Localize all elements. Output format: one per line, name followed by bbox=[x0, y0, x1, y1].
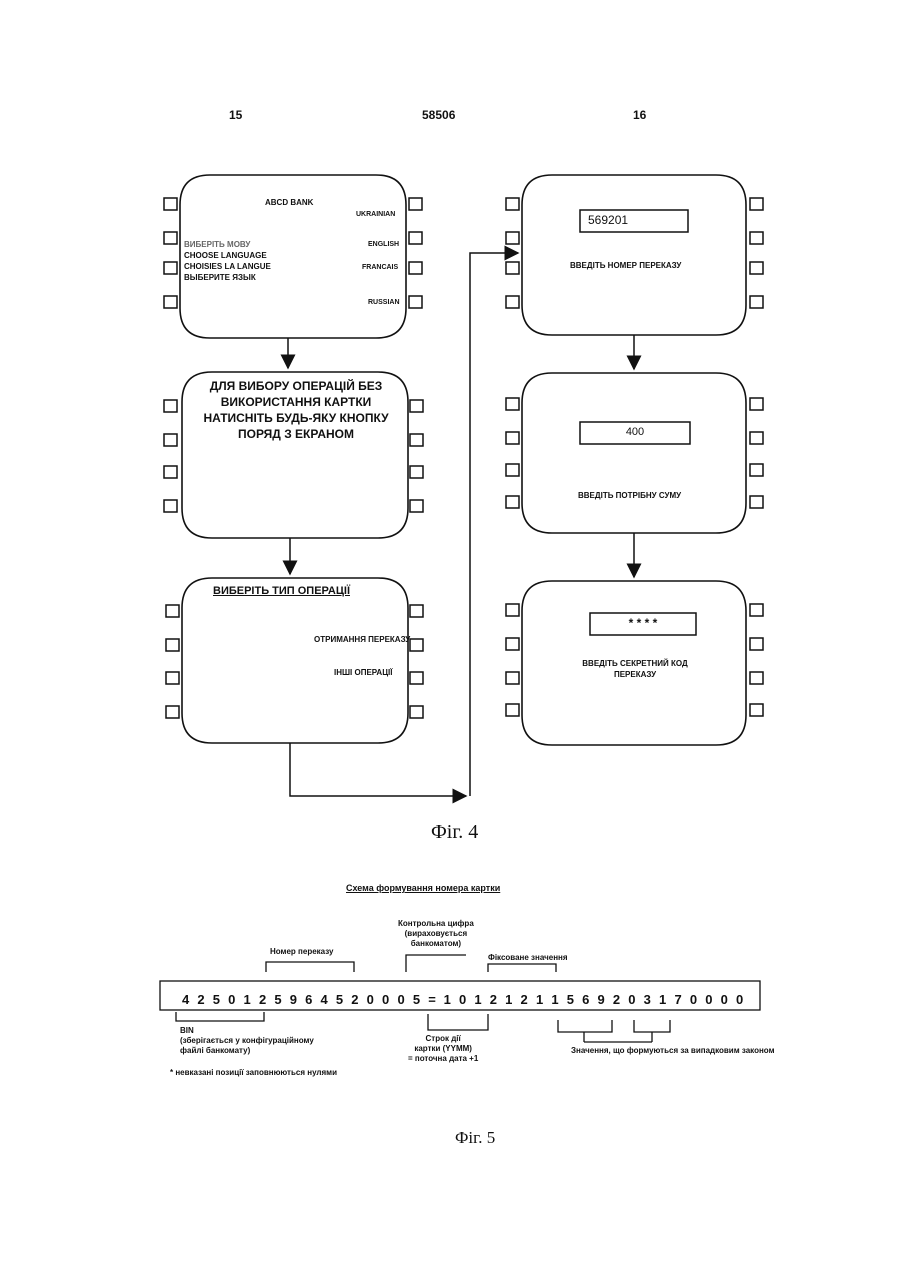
expiry-label: Строк дії картки (YYMM) = поточна дата +… bbox=[408, 1034, 478, 1064]
card-digit: 1 bbox=[659, 992, 666, 1007]
card-digit: 1 bbox=[474, 992, 481, 1007]
card-digit: 1 bbox=[536, 992, 543, 1007]
card-digit: 0 bbox=[705, 992, 712, 1007]
card-digit: 5 bbox=[336, 992, 343, 1007]
footnote: * невказані позиції заповнюються нулями bbox=[170, 1068, 337, 1078]
card-digit: 0 bbox=[721, 992, 728, 1007]
expiry-line1: Строк дії bbox=[408, 1034, 478, 1044]
check-digit-line2: (вираховується bbox=[398, 929, 474, 939]
random-values-label: Значення, що формуються за випадковим за… bbox=[571, 1046, 775, 1056]
card-digit: 0 bbox=[382, 992, 389, 1007]
card-digit: 4 bbox=[321, 992, 328, 1007]
card-digit: 2 bbox=[351, 992, 358, 1007]
card-digit: 6 bbox=[582, 992, 589, 1007]
bin-line1: BIN bbox=[180, 1026, 314, 1036]
card-digit: 5 bbox=[567, 992, 574, 1007]
card-digit: 1 bbox=[505, 992, 512, 1007]
card-digit: 0 bbox=[736, 992, 743, 1007]
card-digit: 5 bbox=[413, 992, 420, 1007]
card-digit: 6 bbox=[305, 992, 312, 1007]
card-digit: 0 bbox=[367, 992, 374, 1007]
card-digit: 0 bbox=[459, 992, 466, 1007]
card-digit: 2 bbox=[259, 992, 266, 1007]
fig5-caption: Фіг. 5 bbox=[455, 1128, 495, 1148]
card-digit: 2 bbox=[521, 992, 528, 1007]
card-digit: 0 bbox=[397, 992, 404, 1007]
check-digit-line1: Контрольна цифра bbox=[398, 919, 474, 929]
bin-line2: (зберігається у конфігураційному bbox=[180, 1036, 314, 1046]
card-digit: 9 bbox=[290, 992, 297, 1007]
card-digit: 9 bbox=[598, 992, 605, 1007]
card-digit: 2 bbox=[490, 992, 497, 1007]
card-digit: 7 bbox=[674, 992, 681, 1007]
card-digit: 3 bbox=[644, 992, 651, 1007]
transfer-number-label: Номер переказу bbox=[270, 947, 333, 957]
card-digit: 2 bbox=[613, 992, 620, 1007]
card-digit: 0 bbox=[628, 992, 635, 1007]
fixed-value-label: Фіксоване значення bbox=[488, 953, 568, 963]
card-digit: 0 bbox=[228, 992, 235, 1007]
card-digit: 2 bbox=[197, 992, 204, 1007]
card-digit: 1 bbox=[444, 992, 451, 1007]
bin-line3: файлі банкомату) bbox=[180, 1046, 314, 1056]
card-digit: 4 bbox=[182, 992, 189, 1007]
card-digit: 1 bbox=[244, 992, 251, 1007]
check-digit-label: Контрольна цифра (вираховується банкомат… bbox=[398, 919, 474, 949]
card-digit: 5 bbox=[213, 992, 220, 1007]
bin-label: BIN (зберігається у конфігураційному фай… bbox=[180, 1026, 314, 1056]
check-digit-line3: банкоматом) bbox=[398, 939, 474, 949]
expiry-line2: картки (YYMM) bbox=[408, 1044, 478, 1054]
expiry-line3: = поточна дата +1 bbox=[408, 1054, 478, 1064]
card-digit: 0 bbox=[690, 992, 697, 1007]
card-digit: = bbox=[428, 992, 436, 1007]
card-digit: 1 bbox=[551, 992, 558, 1007]
card-digit: 5 bbox=[274, 992, 281, 1007]
